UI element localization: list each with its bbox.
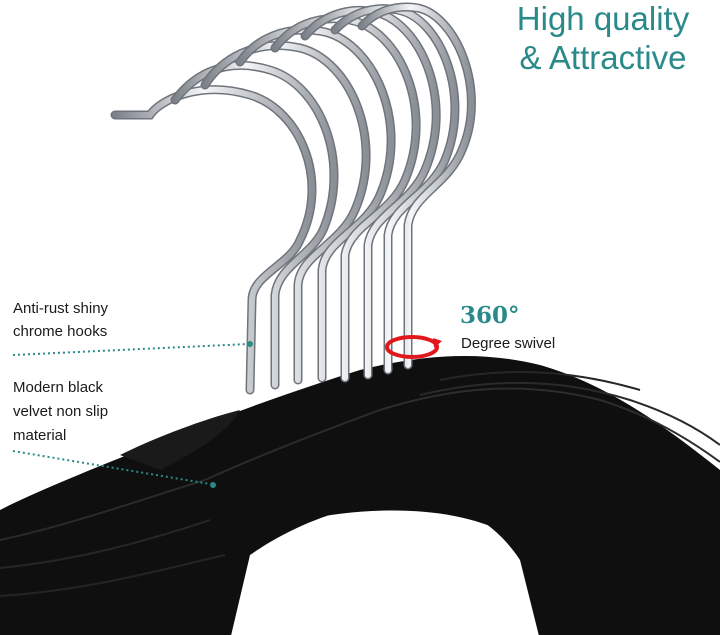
velvet-hanger-stack [0,355,720,635]
swivel-degree-label: 360° [460,302,520,329]
hooks-callout-line-2: chrome hooks [13,323,108,340]
swivel-caption: Degree swivel [461,335,556,352]
velvet-callout-line-2: velvet non slip [13,403,109,420]
callout-leaders [12,341,253,488]
hooks-callout-line-1: Anti-rust shiny [13,300,109,317]
velvet-callout-line-3: material [13,427,67,444]
velvet-callout-line-1: Modern black [13,379,104,396]
chrome-hooks [110,2,476,395]
rotation-arrow-icon [385,335,442,359]
headline-line-2: & Attractive [519,39,687,76]
headline-line-1: High quality [516,0,690,37]
